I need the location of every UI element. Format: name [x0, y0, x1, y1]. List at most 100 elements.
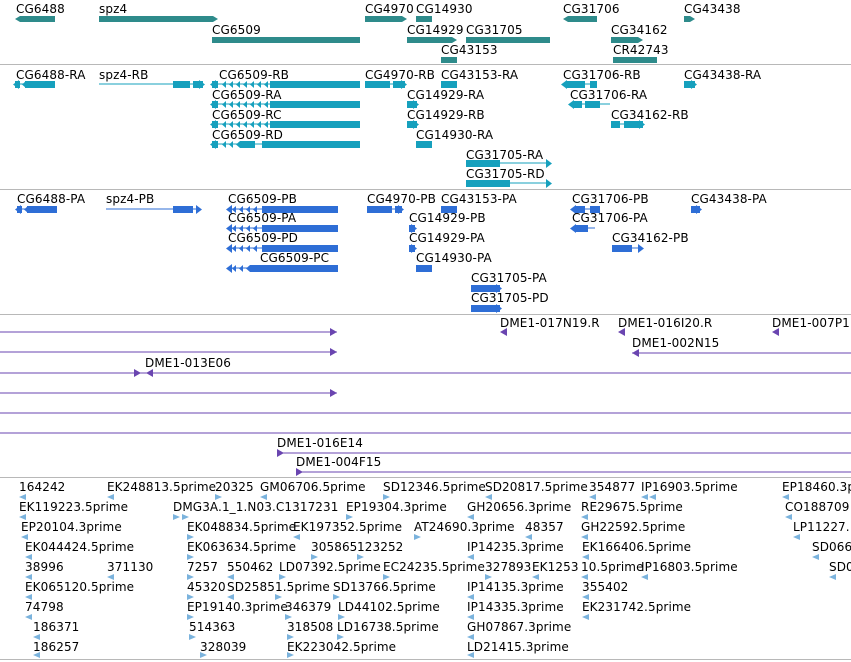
- strand-arrow[interactable]: [570, 224, 576, 233]
- protein-glyph[interactable]: [226, 244, 338, 253]
- est-glyph[interactable]: [25, 554, 32, 560]
- est-glyph[interactable]: [467, 652, 474, 658]
- strand-chevron[interactable]: [229, 141, 233, 148]
- est-label[interactable]: LP11227.: [793, 520, 850, 534]
- protein-glyph[interactable]: [570, 205, 600, 214]
- est-label[interactable]: EC24235.5prime: [383, 560, 485, 574]
- est-glyph[interactable]: [467, 514, 474, 520]
- strand-chevron[interactable]: [246, 206, 250, 213]
- exon-block[interactable]: [407, 121, 417, 128]
- strand-chevron[interactable]: [239, 265, 243, 272]
- est-glyph[interactable]: [21, 534, 28, 540]
- transcript-glyph[interactable]: [416, 141, 432, 148]
- strand-arrow[interactable]: [570, 205, 576, 214]
- clone-end[interactable]: [277, 449, 284, 457]
- est-glyph[interactable]: [25, 614, 32, 620]
- exon-block[interactable]: [590, 206, 600, 213]
- strand-chevron[interactable]: [264, 81, 268, 88]
- exon-block[interactable]: [567, 81, 585, 88]
- protein-glyph[interactable]: [471, 304, 502, 313]
- strand-arrow[interactable]: [546, 179, 552, 188]
- est-label[interactable]: 38996: [25, 560, 64, 574]
- est-glyph[interactable]: [346, 514, 353, 520]
- est-glyph[interactable]: [532, 574, 539, 580]
- strand-arrow[interactable]: [196, 205, 202, 214]
- strand-arrow[interactable]: [210, 140, 216, 149]
- est-label[interactable]: 186371: [33, 620, 80, 634]
- est-glyph[interactable]: [485, 574, 492, 580]
- clone-end[interactable]: [296, 468, 303, 476]
- transcript-glyph[interactable]: [210, 120, 360, 129]
- clone-label[interactable]: DME1-016I20.R: [618, 316, 713, 330]
- strand-chevron[interactable]: [52, 206, 56, 213]
- protein-label[interactable]: CG43438-PA: [691, 192, 767, 206]
- protein-label[interactable]: CG34162-PB: [612, 231, 689, 245]
- strand-chevron[interactable]: [250, 121, 254, 128]
- est-glyph[interactable]: [107, 494, 114, 500]
- est-glyph[interactable]: [383, 574, 390, 580]
- strand-chevron[interactable]: [236, 141, 240, 148]
- est-glyph[interactable]: [287, 634, 294, 640]
- gene-label[interactable]: CG14930: [416, 2, 473, 16]
- transcript-glyph[interactable]: [99, 80, 205, 89]
- exon-block[interactable]: [684, 81, 695, 88]
- est-label[interactable]: SD0: [829, 560, 851, 574]
- transcript-label[interactable]: CG14929-RB: [407, 108, 485, 122]
- est-glyph[interactable]: [485, 494, 492, 500]
- strand-arrow[interactable]: [401, 80, 407, 89]
- transcript-glyph[interactable]: [441, 81, 457, 88]
- est-glyph[interactable]: [187, 574, 194, 580]
- strand-chevron[interactable]: [232, 206, 236, 213]
- clone-label[interactable]: DME1-013E06: [145, 356, 231, 370]
- strand-arrow[interactable]: [13, 80, 19, 89]
- exon-block[interactable]: [691, 206, 700, 213]
- protein-label[interactable]: CG31706-PB: [572, 192, 649, 206]
- exon-block[interactable]: [576, 225, 588, 232]
- est-label[interactable]: EP20104.3prime: [21, 520, 122, 534]
- transcript-glyph[interactable]: [568, 100, 610, 109]
- strand-arrow[interactable]: [413, 100, 419, 109]
- est-label[interactable]: EK197352.5prime: [293, 520, 403, 534]
- est-label[interactable]: LD16738.5prime: [337, 620, 439, 634]
- est-label[interactable]: GH07867.3prime: [467, 620, 572, 634]
- est-label[interactable]: EK044424.5prime: [25, 540, 135, 554]
- transcript-glyph[interactable]: [407, 100, 419, 109]
- strand-arrow[interactable]: [639, 120, 645, 129]
- strand-arrow[interactable]: [413, 120, 419, 129]
- transcript-glyph[interactable]: [684, 80, 697, 89]
- protein-label[interactable]: CG6488-PA: [17, 192, 86, 206]
- strand-arrow[interactable]: [546, 159, 552, 168]
- clone-end[interactable]: [330, 328, 337, 336]
- exon-block[interactable]: [250, 265, 338, 272]
- exon-block[interactable]: [590, 81, 597, 88]
- gene-glyph[interactable]: [99, 16, 218, 22]
- strand-arrow[interactable]: [226, 205, 232, 214]
- strand-chevron[interactable]: [239, 245, 243, 252]
- strand-chevron[interactable]: [236, 101, 240, 108]
- est-glyph[interactable]: [581, 514, 588, 520]
- exon-block[interactable]: [585, 101, 600, 108]
- transcript-label[interactable]: CG34162-RB: [611, 108, 689, 122]
- exon-block[interactable]: [262, 141, 360, 148]
- est-glyph[interactable]: [525, 534, 532, 540]
- protein-label[interactable]: CG6509-PD: [228, 231, 298, 245]
- exon-block[interactable]: [416, 265, 432, 272]
- est-label[interactable]: GH22592.5prime: [581, 520, 686, 534]
- clone-label[interactable]: DME1-004F15: [296, 455, 382, 469]
- est-label[interactable]: IP14235.3prime: [467, 540, 564, 554]
- transcript-label[interactable]: CG4970-RB: [365, 68, 436, 82]
- transcript-label[interactable]: CG31706-RA: [570, 88, 648, 102]
- est-label[interactable]: IP16903.5prime: [641, 480, 738, 494]
- est-label[interactable]: 164242: [19, 480, 66, 494]
- protein-label[interactable]: CG31705-PD: [471, 291, 549, 305]
- exon-block[interactable]: [466, 180, 510, 187]
- est-label[interactable]: CO188709: [785, 500, 850, 514]
- transcript-label[interactable]: CG31705-RD: [466, 167, 545, 181]
- protein-track[interactable]: CG6488-PA spz4-PB CG6509-PB CG4970-PB CG…: [0, 190, 851, 314]
- clone-track[interactable]: DME1-017N19.R DME1-016I20.R DME1-007P1 D…: [0, 315, 851, 477]
- strand-chevron[interactable]: [243, 121, 247, 128]
- est-label[interactable]: 123252: [357, 540, 404, 554]
- protein-glyph[interactable]: [106, 205, 202, 214]
- strand-chevron[interactable]: [45, 206, 49, 213]
